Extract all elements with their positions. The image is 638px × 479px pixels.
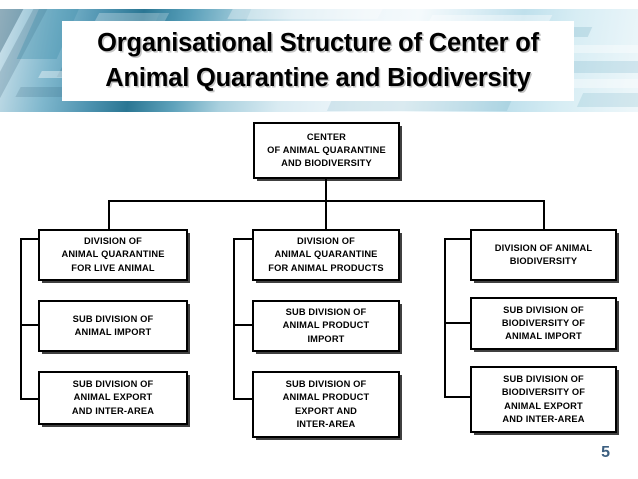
connector-elbow-col1-division: [20, 238, 39, 240]
connector-elbow-col3-division: [444, 238, 471, 240]
connector-elbow-col2-sub2: [233, 398, 253, 400]
connector-elbow-col1-sub2: [20, 398, 39, 400]
org-node-label: SUB DIVISION OF BIODIVERSITY OF ANIMAL I…: [501, 304, 586, 342]
slide-title-line-1: Organisational Structure of Center of: [97, 29, 539, 57]
org-node-label: CENTER OF ANIMAL QUARANTINE AND BIODIVER…: [267, 131, 386, 169]
org-node-center[interactable]: CENTER OF ANIMAL QUARANTINE AND BIODIVER…: [253, 122, 400, 179]
connector-elbow-col3-sub1: [444, 322, 471, 324]
connector-spine-col2: [233, 238, 235, 400]
org-node-subdivision-animal-export[interactable]: SUB DIVISION OF ANIMAL EXPORT AND INTER-…: [38, 371, 188, 425]
slide-title-plate: Organisational Structure of Center of An…: [62, 21, 574, 101]
org-node-division-animal-products[interactable]: DIVISION OF ANIMAL QUARANTINE FOR ANIMAL…: [252, 229, 400, 281]
org-node-label: SUB DIVISION OF ANIMAL PRODUCT EXPORT AN…: [282, 379, 370, 429]
org-node-label: SUB DIVISION OF BIODIVERSITY OF ANIMAL E…: [501, 374, 586, 424]
connector-elbow-col2-sub1: [233, 324, 253, 326]
org-node-subdivision-animal-product-import[interactable]: SUB DIVISION OF ANIMAL PRODUCT IMPORT: [252, 300, 400, 352]
org-node-label: SUB DIVISION OF ANIMAL EXPORT AND INTER-…: [71, 379, 155, 416]
connector-elbow-col1-sub1: [20, 324, 39, 326]
org-node-label: DIVISION OF ANIMAL QUARANTINE FOR LIVE A…: [61, 236, 165, 273]
org-node-subdivision-biodiversity-import[interactable]: SUB DIVISION OF BIODIVERSITY OF ANIMAL I…: [470, 297, 617, 350]
org-node-division-biodiversity[interactable]: DIVISION OF ANIMAL BIODIVERSITY: [470, 229, 617, 281]
connector-drop-col3: [543, 200, 545, 229]
org-node-label: SUB DIVISION OF ANIMAL PRODUCT IMPORT: [282, 307, 370, 344]
org-node-subdivision-animal-import[interactable]: SUB DIVISION OF ANIMAL IMPORT: [38, 300, 188, 352]
connector-spine-col3: [444, 238, 446, 398]
connector-root-stem: [325, 179, 327, 201]
slide-title-line-2: Animal Quarantine and Biodiversity: [105, 64, 531, 92]
org-node-label: SUB DIVISION OF ANIMAL IMPORT: [72, 313, 154, 337]
org-node-subdivision-biodiversity-export[interactable]: SUB DIVISION OF BIODIVERSITY OF ANIMAL E…: [470, 366, 617, 433]
org-node-label: DIVISION OF ANIMAL BIODIVERSITY: [494, 242, 593, 266]
connector-spine-col1: [20, 238, 22, 400]
page-number: 5: [601, 444, 610, 461]
org-node-subdivision-animal-product-export[interactable]: SUB DIVISION OF ANIMAL PRODUCT EXPORT AN…: [252, 371, 400, 438]
connector-elbow-col2-division: [233, 238, 253, 240]
connector-drop-col2: [325, 200, 327, 229]
org-node-label: DIVISION OF ANIMAL QUARANTINE FOR ANIMAL…: [268, 236, 384, 273]
connector-elbow-col3-sub2: [444, 396, 471, 398]
org-node-division-live-animal[interactable]: DIVISION OF ANIMAL QUARANTINE FOR LIVE A…: [38, 229, 188, 281]
connector-drop-col1: [108, 200, 110, 229]
